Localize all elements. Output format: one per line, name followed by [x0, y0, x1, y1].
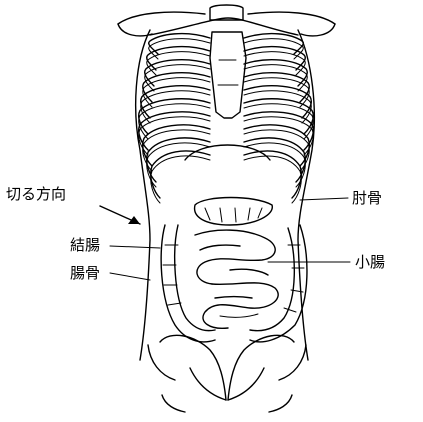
label-small-intestine: 小腸 — [355, 253, 385, 271]
pelvis — [148, 335, 306, 412]
rib-cage-left — [139, 34, 210, 203]
rib — [149, 34, 210, 54]
rib-leader — [300, 198, 348, 200]
rib — [151, 156, 210, 203]
label-cut-direction: 切る方向 — [6, 185, 66, 203]
intestine-bone-leader — [110, 273, 150, 280]
clavicles — [118, 5, 335, 36]
small-intestine — [195, 230, 278, 328]
label-rib: 肘骨 — [352, 189, 382, 207]
sternum — [210, 32, 246, 118]
label-colon: 結腸 — [70, 236, 100, 254]
rib — [244, 156, 301, 203]
rib — [244, 34, 303, 54]
colon-leader — [110, 246, 160, 248]
rib-cage-right — [244, 34, 313, 203]
label-pointers — [100, 198, 350, 280]
label-intestine-bone: 腸骨 — [70, 264, 100, 282]
